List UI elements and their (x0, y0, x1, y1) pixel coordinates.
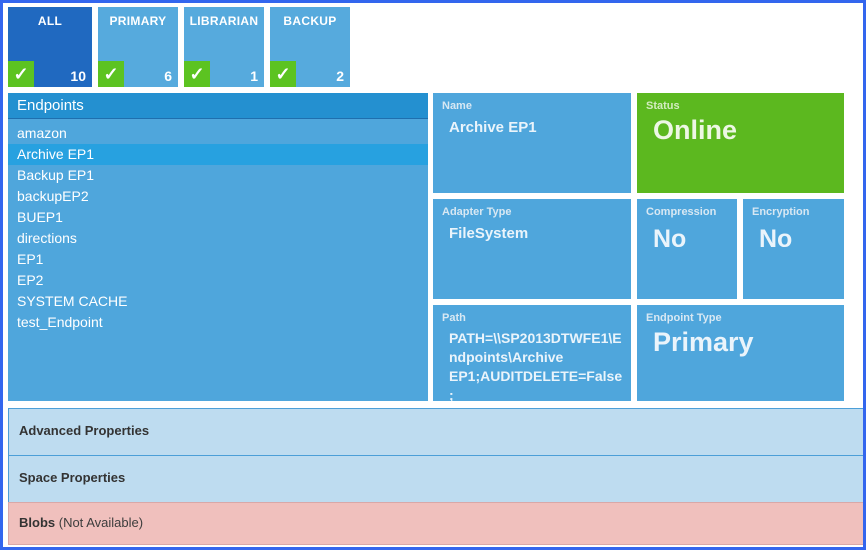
list-item[interactable]: EP1 (17, 251, 44, 267)
detail-tile-value: FileSystem (449, 225, 529, 242)
accordion-title-text: Advanced Properties (19, 423, 150, 438)
list-item[interactable]: backupEP2 (17, 188, 89, 204)
detail-tile-value: PATH=\\SP2013DTWFE1\Endpoints\Archive EP… (449, 330, 623, 401)
detail-tile-label: Name (442, 100, 472, 112)
list-item-selected[interactable]: Archive EP1 (8, 144, 428, 165)
accordion-title: Blobs (Not Available) (19, 515, 143, 530)
filter-tile-backup[interactable]: BACKUP ✓ 2 (270, 7, 350, 87)
accordion-row-blobs[interactable]: Blobs (Not Available) (8, 502, 863, 545)
filter-tile-primary[interactable]: PRIMARY ✓ 6 (98, 7, 178, 87)
check-icon: ✓ (270, 61, 296, 87)
check-icon: ✓ (8, 61, 34, 87)
list-item[interactable]: EP2 (17, 272, 44, 288)
detail-tile-encryption[interactable]: Encryption No (743, 199, 844, 299)
list-item[interactable]: Backup EP1 (17, 167, 95, 183)
accordion-title: Space Properties (19, 470, 125, 485)
detail-tile-label: Endpoint Type (646, 312, 722, 324)
endpoints-list[interactable]: amazon Archive EP1 Backup EP1 backupEP2 … (8, 119, 428, 333)
accordion: Advanced Properties Space Properties Blo… (8, 408, 863, 545)
list-item[interactable]: test_Endpoint (17, 314, 103, 330)
accordion-title-text: Space Properties (19, 470, 126, 485)
filter-tile-count: 6 (164, 68, 172, 84)
detail-tile-value: No (653, 225, 687, 253)
endpoints-header: Endpoints (8, 93, 428, 119)
detail-tile-label: Status (646, 100, 680, 112)
detail-tile-label: Path (442, 312, 466, 324)
detail-tile-label: Encryption (752, 206, 810, 218)
accordion-row-advanced-properties[interactable]: Advanced Properties (8, 408, 863, 455)
detail-tile-value: Primary (653, 327, 754, 357)
list-item[interactable]: BUEP1 (17, 209, 63, 225)
filter-tile-label: BACKUP (283, 14, 337, 28)
filter-tile-librarian[interactable]: LIBRARIAN ✓ 1 (184, 7, 264, 87)
filter-tile-label: ALL (37, 14, 63, 28)
list-item[interactable]: directions (17, 230, 77, 246)
check-icon: ✓ (184, 61, 210, 87)
accordion-subtitle: (Not Available) (55, 515, 144, 530)
detail-tile-adapter-type[interactable]: Adapter Type FileSystem (433, 199, 631, 299)
check-icon: ✓ (98, 61, 124, 87)
detail-tile-path[interactable]: Path PATH=\\SP2013DTWFE1\Endpoints\Archi… (433, 305, 631, 401)
detail-tile-endpoint-type[interactable]: Endpoint Type Primary (637, 305, 844, 401)
list-item[interactable]: SYSTEM CACHE (17, 293, 128, 309)
list-item[interactable]: amazon (17, 125, 67, 141)
detail-tile-value: Archive EP1 (449, 119, 537, 136)
filter-tile-row: ALL ✓ 10 PRIMARY ✓ 6 LIBRARIAN ✓ 1 BACKU… (8, 7, 350, 87)
accordion-row-space-properties[interactable]: Space Properties (8, 455, 863, 502)
filter-tile-label: PRIMARY (109, 14, 167, 28)
detail-tile-label: Compression (646, 206, 717, 218)
filter-tile-count: 1 (250, 68, 258, 84)
accordion-title: Advanced Properties (19, 423, 149, 438)
filter-tile-label: LIBRARIAN (189, 14, 259, 28)
status-badge: Online (653, 115, 738, 145)
accordion-title-text: Blobs (19, 515, 56, 530)
detail-tile-label: Adapter Type (442, 206, 512, 218)
detail-tile-value: No (759, 225, 793, 253)
filter-tile-count: 10 (70, 68, 86, 84)
endpoints-panel: Endpoints amazon Archive EP1 Backup EP1 … (8, 93, 428, 401)
filter-tile-all[interactable]: ALL ✓ 10 (8, 7, 92, 87)
detail-tile-status[interactable]: Status Online (637, 93, 844, 193)
detail-tile-compression[interactable]: Compression No (637, 199, 737, 299)
detail-tile-name[interactable]: Name Archive EP1 (433, 93, 631, 193)
filter-tile-count: 2 (336, 68, 344, 84)
